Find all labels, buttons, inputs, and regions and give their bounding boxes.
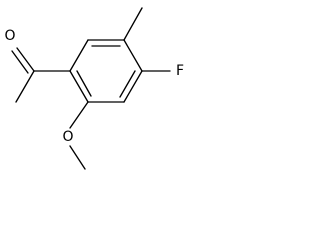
chemical-structure: O F O (4, 7, 184, 170)
ring-bond-c6-c1 (69, 70, 89, 103)
methoxy-group (69, 101, 89, 170)
ring-bond-c4-c5 (123, 70, 143, 103)
methoxy-oxygen-label: O (62, 129, 73, 145)
bond-carbonyl-to-methyl (15, 70, 35, 103)
bond-methoxy-oxygen-to-methyl (69, 145, 86, 170)
carbonyl-oxygen-label: O (4, 28, 15, 44)
ring-bond-c1-c2 (69, 39, 89, 72)
bond-ring-to-methoxy-oxygen (69, 101, 89, 129)
ring-inner-double-c6-c1 (76, 70, 92, 97)
benzene-ring (69, 39, 143, 103)
ring-inner-double-c4-c5 (119, 70, 136, 98)
carbonyl-double-bond-outer (16, 47, 35, 72)
bond-ring-to-methyl (123, 7, 143, 41)
carbonyl-double-bond-inner (11, 50, 29, 74)
fluorine-label: F (176, 63, 184, 79)
acetyl-group (11, 47, 71, 103)
ring-bond-c3-c4 (123, 39, 143, 72)
